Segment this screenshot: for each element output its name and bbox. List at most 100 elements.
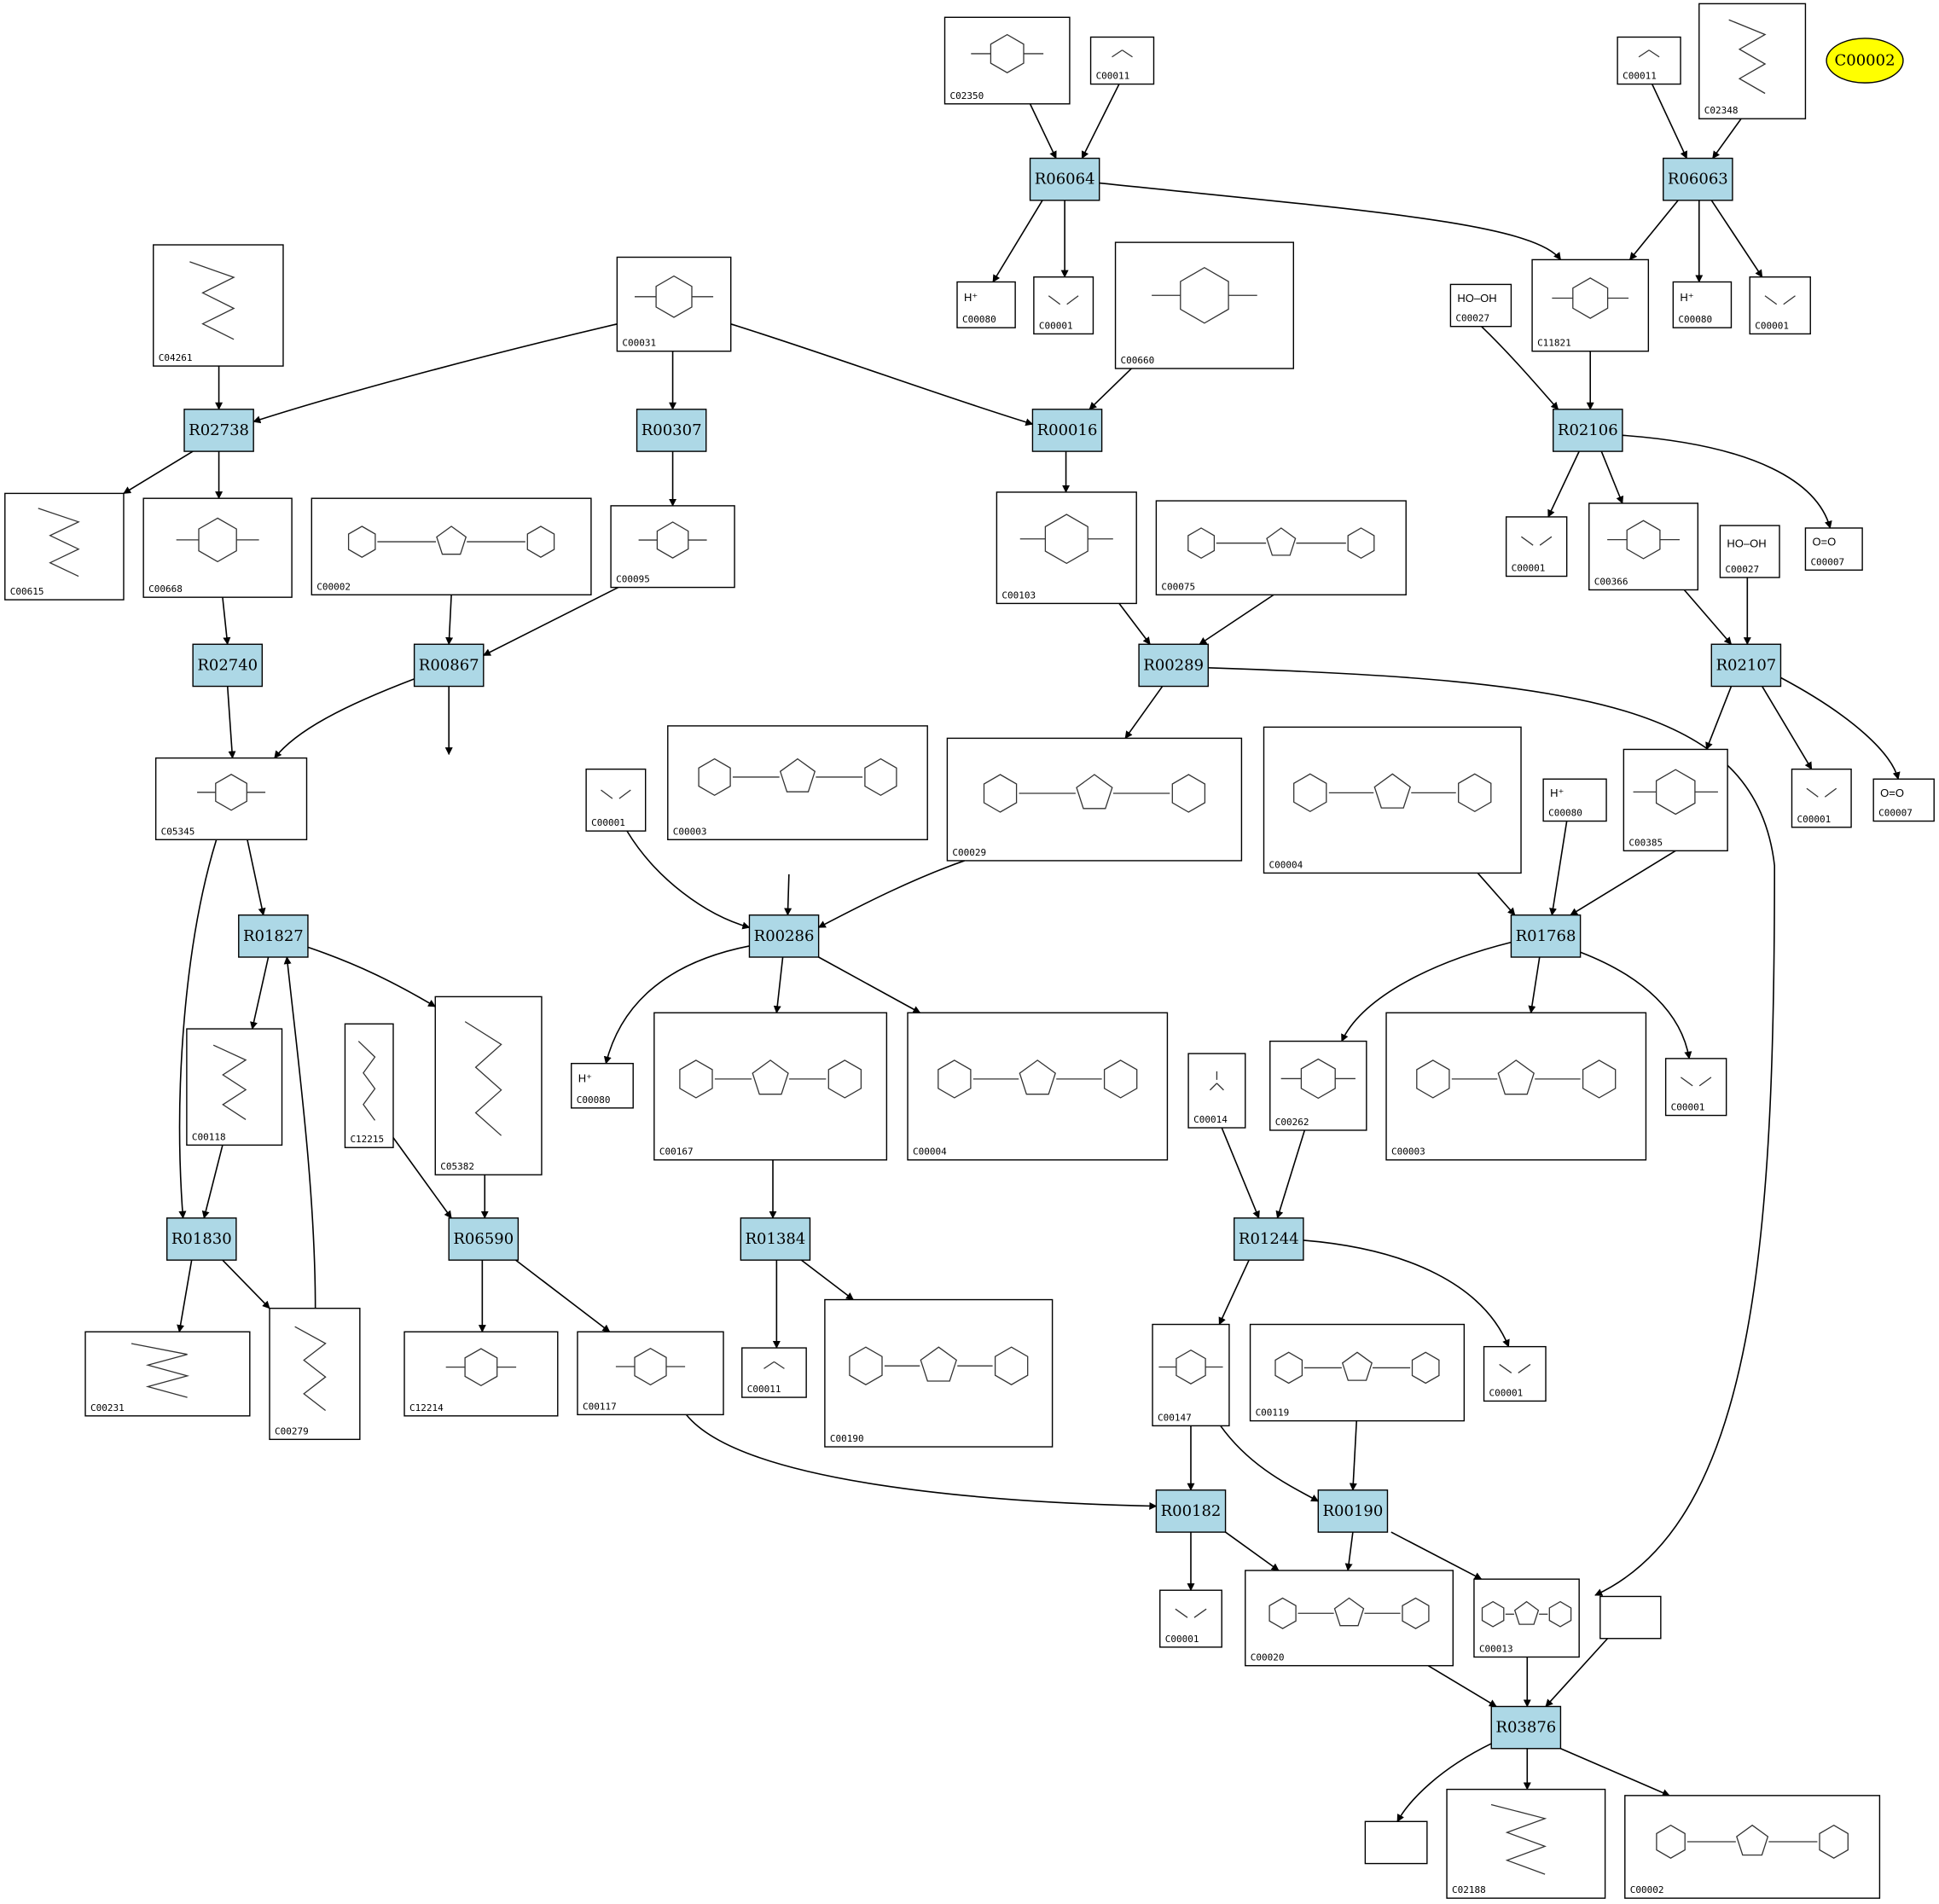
compound-node[interactable]: H⁺C00080 [571, 1062, 634, 1109]
chain-structure [38, 508, 80, 578]
compound-node[interactable]: C00075 [1155, 500, 1407, 595]
compound-node[interactable]: H⁺C00080 [956, 281, 1016, 328]
compound-node[interactable]: C00118 [186, 1028, 283, 1146]
compound-node[interactable]: C12215 [344, 1023, 394, 1148]
reaction-node[interactable]: R06064 [1029, 157, 1100, 201]
compound-node[interactable]: C00002 [1624, 1795, 1881, 1899]
reaction-node[interactable]: R02107 [1710, 643, 1782, 688]
compound-node[interactable]: C00004 [907, 1012, 1169, 1161]
reaction-node[interactable]: R02738 [183, 409, 254, 452]
reaction-node[interactable]: R06590 [448, 1217, 520, 1261]
compound-node[interactable]: C04261 [153, 244, 284, 367]
compound-node[interactable]: C02348 [1698, 3, 1807, 119]
reaction-node[interactable]: R01244 [1234, 1217, 1304, 1261]
reaction-node[interactable]: R00307 [636, 409, 707, 452]
compound-node[interactable]: C00031 [616, 256, 732, 352]
empty-compound-node[interactable] [1599, 1595, 1662, 1640]
reaction-node[interactable]: R02106 [1553, 409, 1623, 452]
compound-node[interactable]: C00001 [1033, 276, 1094, 335]
highlight-compound-node[interactable]: C00002 [1826, 38, 1904, 84]
reaction-node[interactable]: R00182 [1155, 1489, 1227, 1533]
reaction-box [636, 409, 707, 452]
compound-node[interactable]: C00001 [1483, 1345, 1547, 1402]
ring-structure [347, 525, 376, 558]
compound-node[interactable]: C00001 [1791, 768, 1852, 828]
empty-compound-node[interactable] [1364, 1820, 1428, 1865]
compound-id-label: C00001 [1489, 1387, 1524, 1398]
compound-node[interactable]: C00001 [1664, 1058, 1727, 1117]
compound-node[interactable]: C00167 [653, 1012, 888, 1161]
reaction-id-label: R00016 [1037, 421, 1098, 439]
compound-node[interactable]: C00001 [1505, 516, 1568, 578]
compound-node[interactable]: C05345 [154, 757, 308, 840]
compound-node[interactable]: C00020 [1245, 1570, 1454, 1667]
reaction-edge [1124, 686, 1164, 740]
reaction-node[interactable]: R02740 [192, 643, 264, 688]
compound-node[interactable]: C00001 [1159, 1589, 1222, 1648]
compound-node[interactable]: C00103 [996, 491, 1137, 605]
compound-id-label: C00031 [622, 338, 656, 349]
compound-node[interactable]: C02188 [1446, 1788, 1606, 1899]
reaction-node[interactable]: R00286 [748, 914, 820, 958]
compound-box [1159, 1589, 1222, 1648]
compound-node[interactable]: C00262 [1269, 1040, 1367, 1131]
compound-node[interactable]: C05382 [434, 996, 543, 1175]
compound-node[interactable]: H⁺C00080 [1542, 778, 1607, 822]
compound-node[interactable]: C00004 [1263, 726, 1522, 874]
compound-node[interactable]: C00029 [946, 737, 1243, 862]
ring-structure [1347, 527, 1375, 560]
reaction-node[interactable]: R01768 [1510, 914, 1582, 958]
compound-node[interactable]: C00660 [1114, 241, 1294, 369]
compound-node[interactable]: C00366 [1588, 502, 1699, 591]
compound-node[interactable]: C11821 [1531, 258, 1650, 352]
compound-box [1623, 748, 1728, 852]
reaction-node[interactable]: R01384 [740, 1217, 811, 1261]
reaction-node[interactable]: R01827 [238, 914, 309, 958]
compound-node[interactable]: C00011 [1089, 36, 1155, 85]
compound-node[interactable]: C00001 [585, 768, 647, 832]
reaction-node[interactable]: R01830 [165, 1217, 237, 1261]
reaction-box [192, 643, 264, 688]
ring-structure [1626, 520, 1661, 560]
compound-node[interactable]: C00147 [1152, 1323, 1230, 1427]
compound-node[interactable]: C00013 [1473, 1578, 1580, 1658]
compound-node[interactable]: C00095 [610, 505, 735, 589]
reaction-node[interactable]: R00289 [1138, 643, 1209, 688]
bond-line [1066, 295, 1079, 305]
ring-structure [864, 758, 897, 797]
compound-node[interactable]: C00615 [4, 492, 125, 601]
compound-node[interactable]: C00231 [84, 1331, 251, 1417]
compound-box [577, 1331, 724, 1416]
reaction-node[interactable]: R00016 [1031, 409, 1103, 452]
compound-node[interactable]: C02350 [943, 16, 1071, 105]
compound-node[interactable]: C00001 [1749, 276, 1811, 335]
compound-node[interactable]: H⁺C00080 [1672, 281, 1733, 328]
compound-node[interactable]: C00003 [1385, 1012, 1647, 1161]
reaction-node[interactable]: R03876 [1490, 1705, 1562, 1750]
compound-node[interactable]: C00117 [577, 1331, 724, 1416]
compound-node[interactable]: C00119 [1249, 1323, 1466, 1422]
compound-id-label: C00167 [659, 1146, 694, 1158]
compound-node[interactable]: C00668 [142, 497, 293, 598]
reaction-node[interactable]: R06063 [1663, 157, 1733, 201]
compound-node[interactable]: C00003 [667, 725, 928, 840]
compound-node[interactable]: C00011 [741, 1347, 807, 1398]
compound-node[interactable]: C00002 [311, 497, 592, 595]
ring-structure [1402, 1597, 1430, 1629]
compound-node[interactable]: C12214 [403, 1331, 559, 1417]
compound-box [1249, 1323, 1466, 1422]
reaction-node[interactable]: R00867 [413, 643, 485, 688]
compound-node[interactable]: C00011 [1617, 36, 1681, 85]
compound-node[interactable]: C00279 [269, 1307, 361, 1441]
reaction-id-label: R02106 [1558, 421, 1618, 439]
compound-node[interactable]: C00385 [1623, 748, 1728, 852]
compound-node[interactable]: C00014 [1187, 1053, 1246, 1129]
compound-id-label: C00615 [10, 586, 44, 597]
compound-id-label: C00366 [1594, 576, 1628, 587]
compound-node[interactable]: C00190 [824, 1298, 1054, 1448]
reaction-node[interactable]: R00190 [1317, 1489, 1389, 1533]
